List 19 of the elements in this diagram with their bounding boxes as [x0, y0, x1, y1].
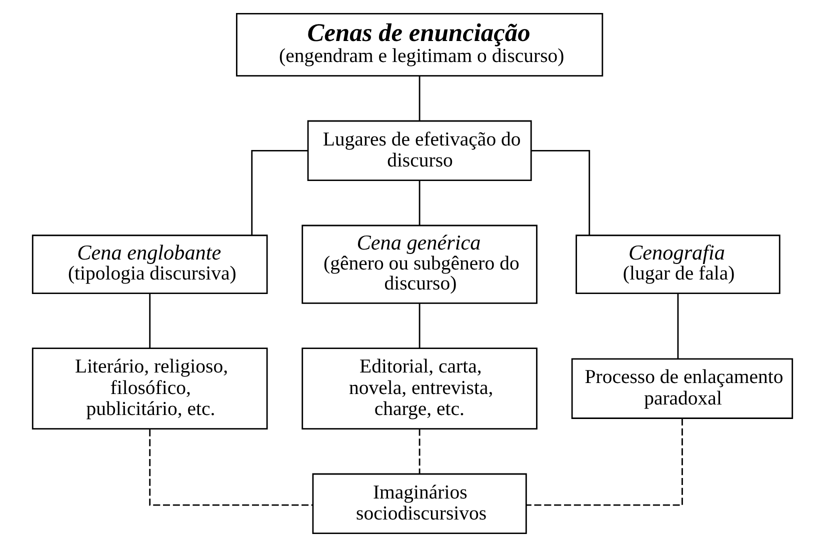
connector	[418, 180, 420, 226]
node-box: Editorial, carta, novela, entrevista, charge, etc.	[302, 348, 538, 430]
connector	[677, 294, 679, 359]
node-box: Imaginários sociodiscursivos	[312, 473, 527, 534]
node-box: Processo de enlaçamento paradoxal	[571, 358, 794, 419]
connector	[418, 428, 420, 474]
node-box: Cena genérica (gênero ou subgênero do discurso)	[302, 224, 538, 304]
connector	[149, 429, 313, 506]
node-box: Literário, religioso, filosófico, publicitário, etc.	[32, 348, 268, 430]
node-box: Lugares de efetivação do discurso	[307, 120, 532, 181]
connector	[531, 150, 590, 236]
node-box: Cenas de enunciação (engendram e legitimam o discurso)	[236, 12, 604, 77]
node-box: Cenografia (lugar de fala)	[576, 234, 780, 294]
connector	[149, 294, 151, 348]
connector	[526, 418, 683, 506]
connector	[251, 150, 308, 236]
connector	[418, 304, 420, 348]
node-box: Cena englobante (tipologia discursiva)	[32, 234, 268, 294]
connector	[418, 76, 420, 121]
